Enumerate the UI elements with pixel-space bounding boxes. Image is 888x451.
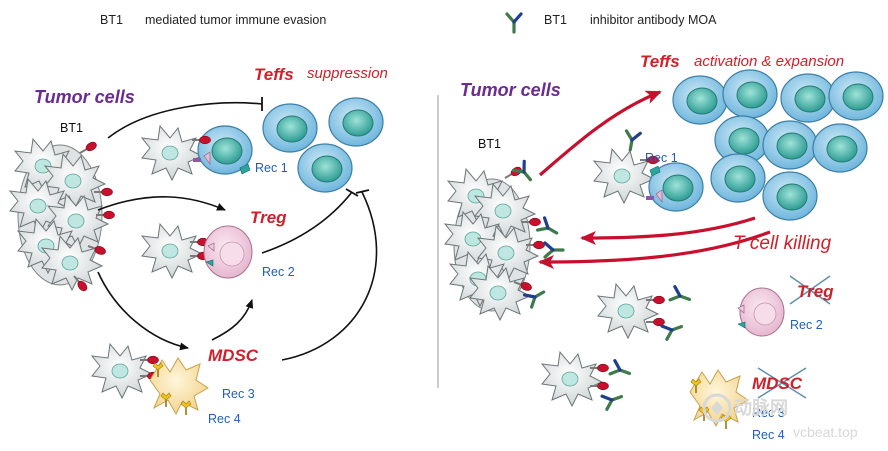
bt1-label-left: BT1: [60, 121, 83, 135]
antibody-legend-icon: [505, 12, 523, 34]
rec4-label-right: Rec 4: [752, 428, 785, 442]
rec1-label-right: Rec 1: [645, 151, 678, 165]
rec3-label-right: Rec 3: [752, 406, 785, 420]
treg-label-left: Treg: [250, 208, 287, 227]
header-bt1-right: BT1: [544, 13, 567, 27]
teff-cell: [262, 103, 318, 153]
mdsc-label-right: MDSC: [752, 374, 803, 393]
watermark-logo-icon: [702, 393, 732, 423]
header-title-left: mediated tumor immune evasion: [145, 13, 327, 27]
t-cell-killing-label: T cell killing: [733, 233, 832, 254]
teff-expansion: [672, 69, 884, 221]
rec2-label-right: Rec 2: [790, 318, 823, 332]
bt1-label-right: BT1: [478, 137, 501, 151]
treg-interaction-left: [141, 223, 253, 279]
teffs-label-left: Teffs: [254, 65, 294, 84]
teff-cell: [328, 97, 384, 147]
suppression-label: suppression: [307, 65, 388, 82]
activation-label: activation & expansion: [694, 53, 845, 70]
rec1-interaction-right: [593, 129, 704, 212]
arrows-left: [97, 97, 378, 361]
teff-cell: [297, 143, 353, 193]
red-arrows: [538, 90, 771, 269]
mdsc-interaction-left: [91, 343, 209, 416]
tumor-cluster-right: [444, 159, 565, 321]
treg-label-right: Treg: [797, 282, 834, 301]
header-bt1-left: BT1: [100, 13, 123, 27]
rec3-label-left: Rec 3: [222, 387, 255, 401]
rec2-label-left: Rec 2: [262, 265, 295, 279]
tumor-cluster-left: [9, 138, 116, 294]
tumor-cells-label-right: Tumor cells: [460, 80, 561, 100]
header-title-right: inhibitor antibody MOA: [590, 13, 717, 27]
rec1-label-left: Rec 1: [255, 161, 288, 175]
mdsc-label-left: MDSC: [208, 346, 259, 365]
tumor-cells-label-left: Tumor cells: [34, 87, 135, 107]
rec1-interaction-left: [141, 125, 253, 181]
rec4-label-left: Rec 4: [208, 412, 241, 426]
watermark-url: vcbeat.top: [793, 424, 858, 440]
treg-blocked-right: [597, 275, 831, 341]
teffs-label-right: Teffs: [640, 52, 680, 71]
watermark-brand: 动脉网: [734, 398, 788, 418]
